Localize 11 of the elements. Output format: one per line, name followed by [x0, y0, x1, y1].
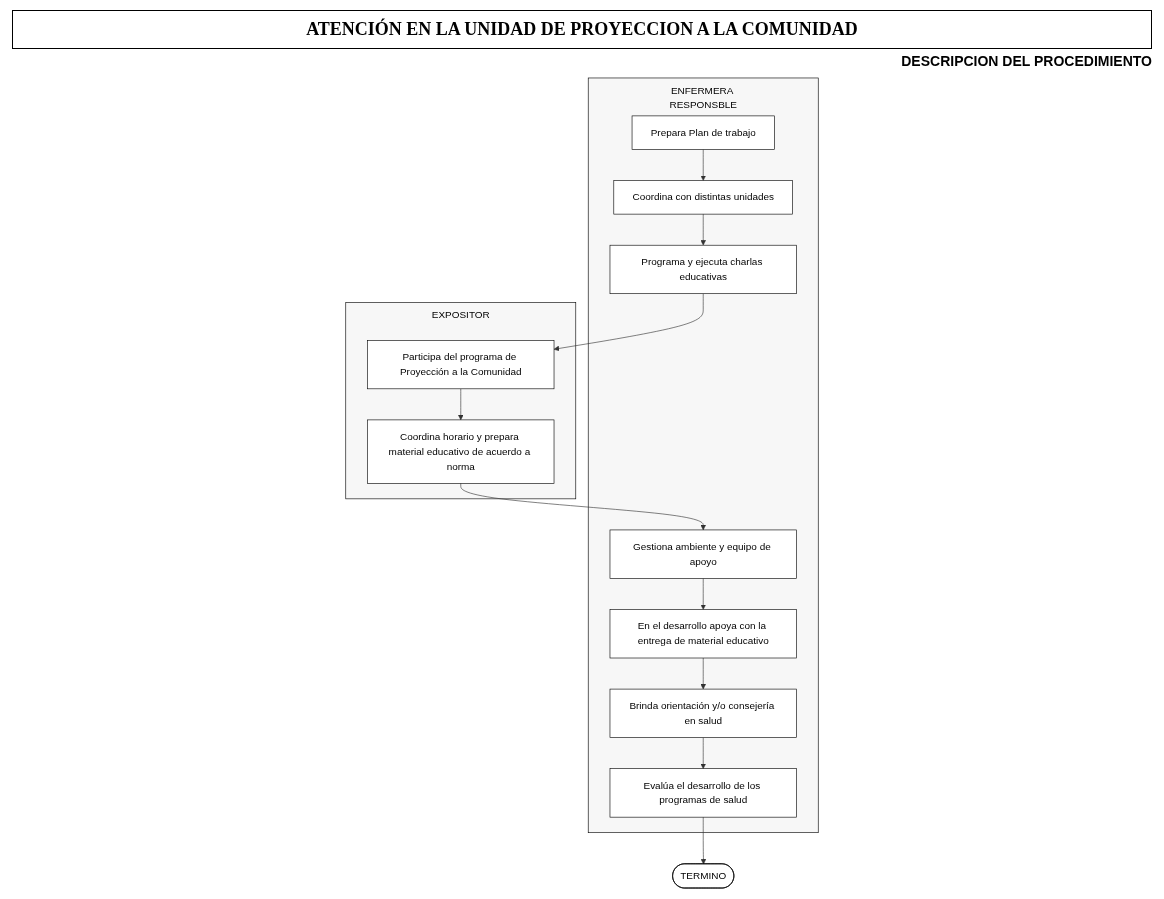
node-box: Participa del programa de Proyección a la Comunidad — [367, 340, 555, 390]
node-box: Evalúa el desarrollo de los programas de salud — [609, 768, 797, 818]
node-box: Coordina con distintas unidades — [613, 180, 793, 215]
node-box: Coordina horario y prepara material educativo de acuerdo a norma — [367, 419, 555, 484]
node-box: Prepara Plan de trabajo — [631, 115, 775, 150]
node-box: Programa y ejecuta charlas educativas — [609, 244, 797, 294]
diagram-title: ATENCIÓN EN LA UNIDAD DE PROYECCION A LA COMUNIDAD — [12, 10, 1152, 49]
node-box: Gestiona ambiente y equipo de apoyo — [609, 529, 797, 579]
section-heading: DESCRIPCION DEL PROCEDIMIENTO — [900, 53, 1152, 69]
node-box: En el desarrollo apoya con la entrega de material educativo — [609, 609, 797, 659]
node-box: Brinda orientación y/o consejería en salud — [609, 688, 797, 738]
